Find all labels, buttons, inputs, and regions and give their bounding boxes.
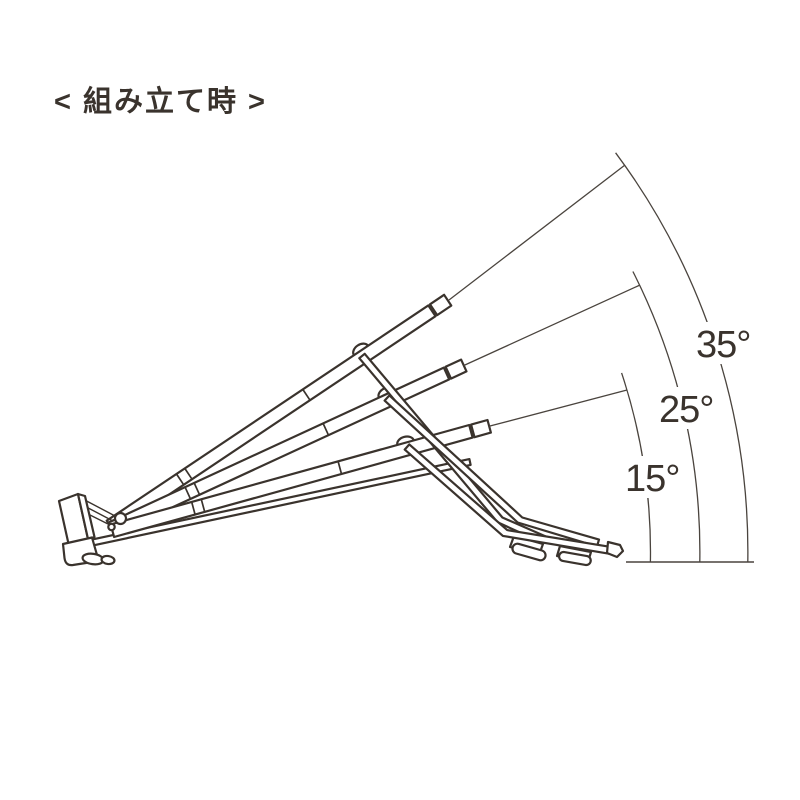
angle-label-35: 35° xyxy=(696,324,750,366)
plate-band-15 xyxy=(109,423,474,539)
leader-line-15 xyxy=(488,389,628,427)
base-end-hook xyxy=(605,540,625,559)
plate-cap-15 xyxy=(470,418,492,439)
plate-cap-35 xyxy=(428,293,453,317)
dimension-annotations: 35° 25° 15° xyxy=(448,152,754,563)
angle-label-25: 25° xyxy=(659,389,713,431)
angle-label-15: 15° xyxy=(625,458,679,500)
front-foot-pad-small xyxy=(100,554,116,566)
angle-label-bg-35 xyxy=(692,322,748,364)
lip-side-face xyxy=(76,492,96,541)
stand-illustration xyxy=(57,293,625,567)
top-plate-15 xyxy=(109,418,492,539)
page-title: < 組み立て時 > xyxy=(54,86,267,118)
angle-label-bg-15 xyxy=(621,456,677,498)
leader-line-25 xyxy=(463,284,641,367)
hinge-knob xyxy=(113,511,128,526)
leader-line-35 xyxy=(448,164,626,301)
hinge-pin xyxy=(107,522,116,532)
foot-pad-2 xyxy=(557,550,592,567)
front-lip xyxy=(57,492,128,567)
angle-label-bg-25 xyxy=(655,387,711,429)
plate-cap-25 xyxy=(444,358,468,380)
support-struts xyxy=(358,352,625,567)
plate-band-35 xyxy=(105,304,437,533)
foot-pad-1 xyxy=(511,542,547,562)
